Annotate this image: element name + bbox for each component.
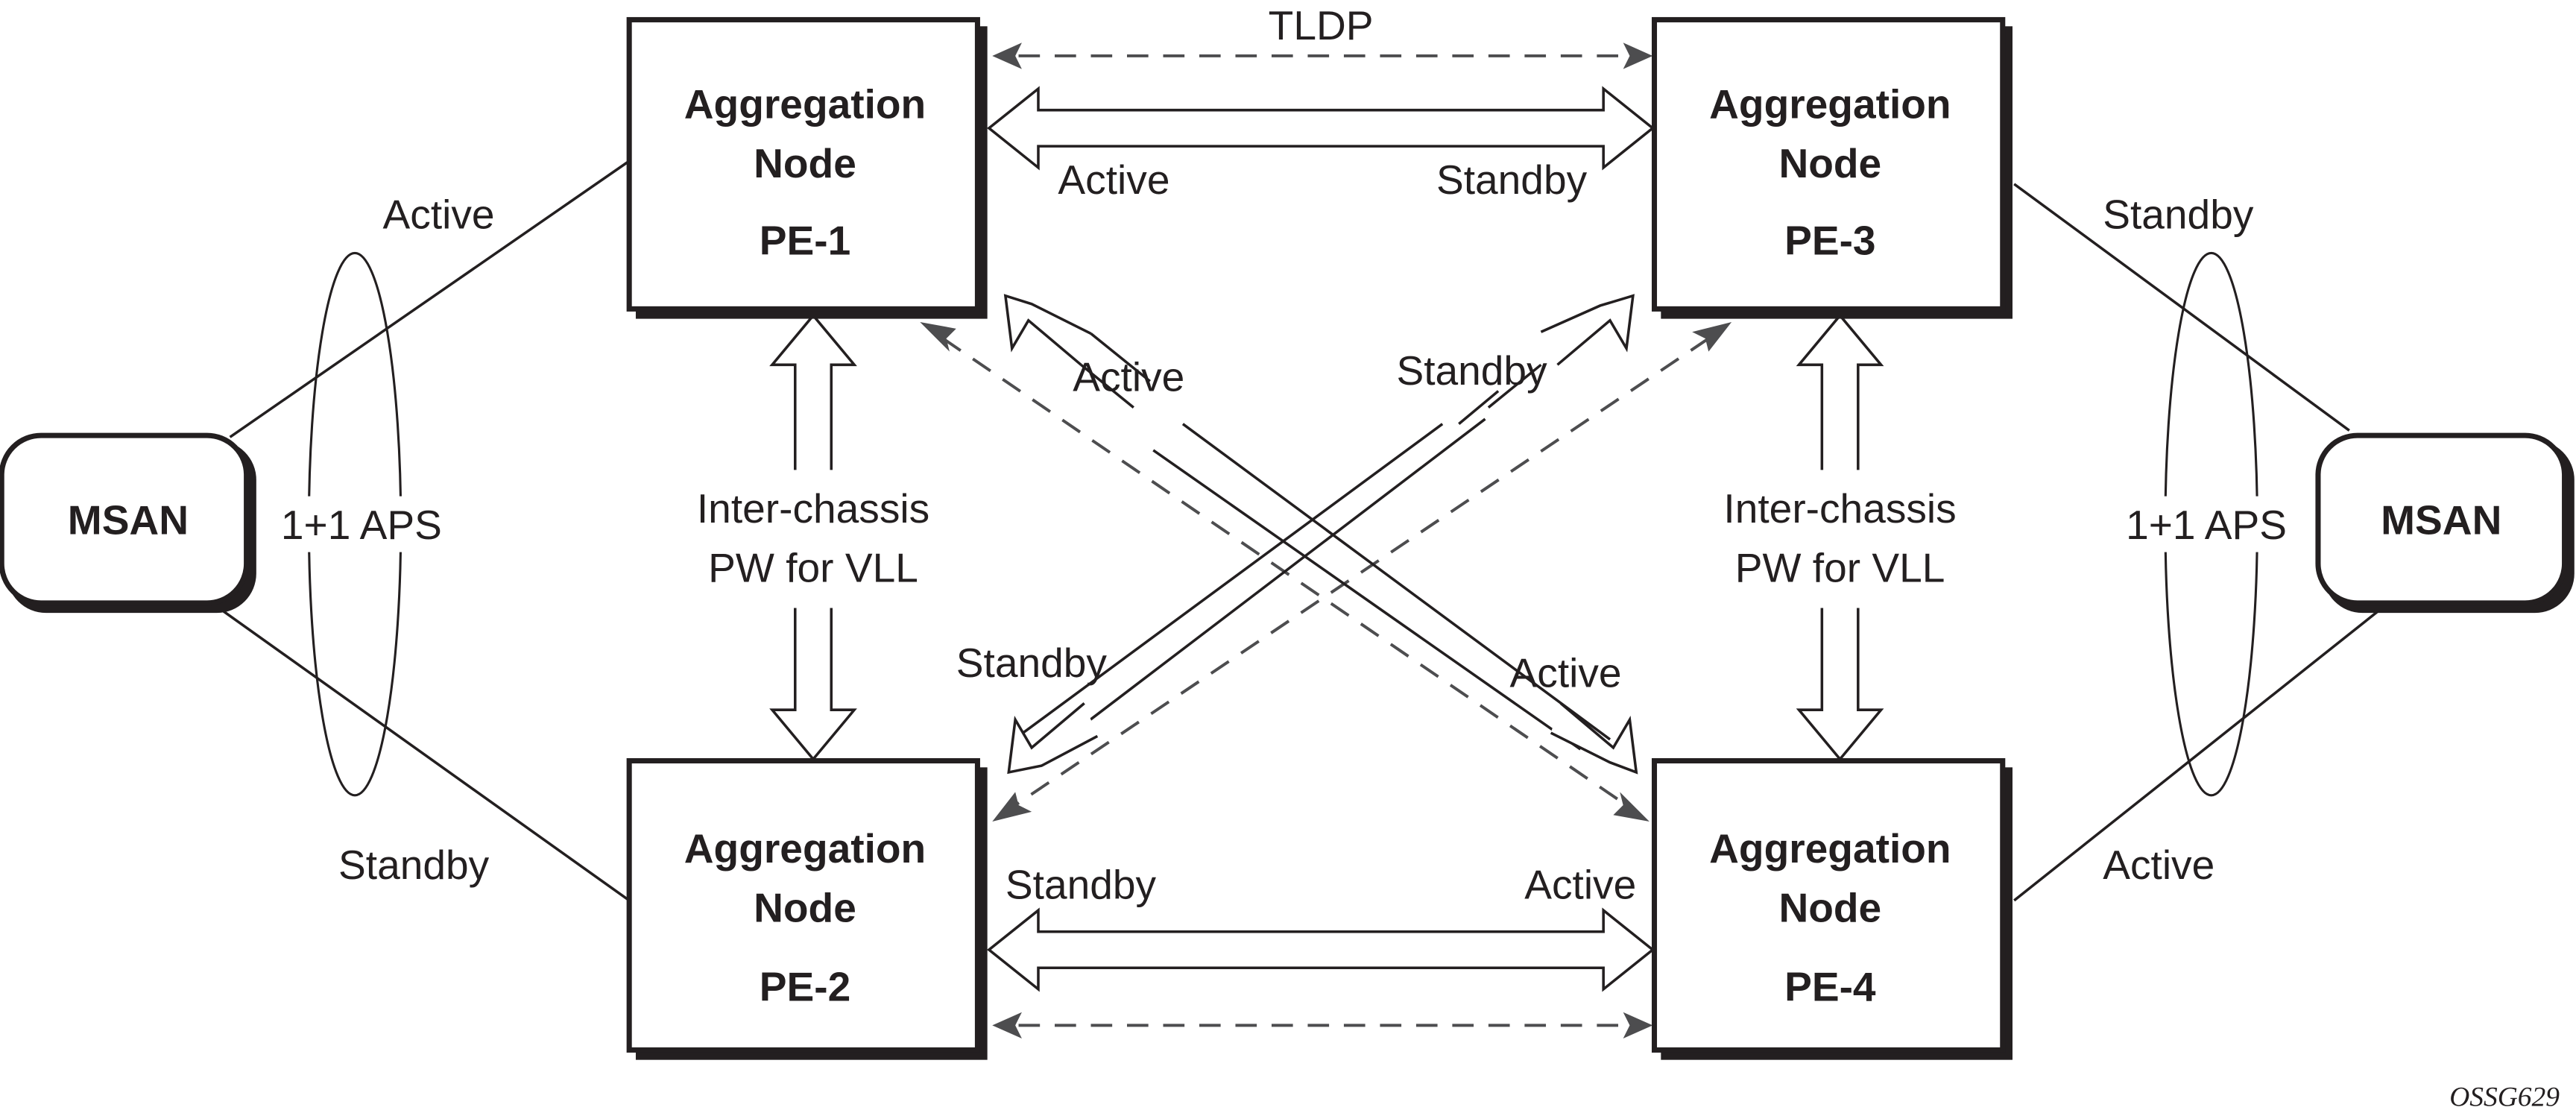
node-pe4-title-line2: Node [1778, 885, 1881, 931]
msan-right-label: MSAN [2381, 497, 2501, 543]
link-msan-right-pe4 [2013, 607, 2384, 902]
msan-right[interactable]: MSAN [2315, 432, 2575, 614]
cross-pe2-label: Standby [956, 640, 1108, 686]
node-pe2[interactable]: Aggregation Node PE-2 [626, 757, 988, 1060]
node-pe1[interactable]: Aggregation Node PE-1 [626, 16, 988, 319]
tldp-bottom-arrowhead-right [1623, 1012, 1653, 1038]
aps-right-label: 1+1 APS [2126, 502, 2287, 548]
interchassis-arrow-left-top [769, 313, 857, 475]
tldp-top-arrowhead-left [992, 42, 1022, 69]
pw-arrow-pe1-pe3 [987, 86, 1655, 171]
node-pe1-title-line1: Aggregation [684, 81, 926, 127]
node-pe3-title-line2: Node [1778, 140, 1881, 186]
interchassis-left-line1: Inter-chassis [697, 485, 929, 532]
top-pw-left-label: Active [1058, 157, 1169, 203]
node-pe1-id: PE-1 [760, 218, 850, 264]
pw-arrow-pe2-pe4 [987, 907, 1655, 992]
tldp-top-arrowhead-right [1623, 42, 1653, 69]
node-pe4-title-line1: Aggregation [1709, 825, 1951, 871]
interchassis-arrow-left-bottom [769, 603, 857, 762]
pw-arrow-pe1-pe4 [1003, 294, 1638, 775]
aps-left-label: 1+1 APS [281, 502, 442, 548]
bottom-pw-left-label: Standby [1006, 862, 1157, 908]
node-pe2-title-line2: Node [754, 885, 856, 931]
link-msan-right-pe3 [2013, 183, 2350, 432]
interchassis-gap-left [792, 470, 835, 608]
tldp-diag-pe3-pe2 [1014, 337, 1710, 807]
cross-pe1-label: Active [1073, 354, 1184, 400]
node-pe3-id: PE-3 [1784, 218, 1875, 264]
tldp-diag-pe1-arrowhead [920, 322, 956, 352]
interchassis-arrow-right-bottom [1796, 603, 1884, 762]
interchassis-right-line1: Inter-chassis [1723, 485, 1956, 532]
node-pe3[interactable]: Aggregation Node PE-3 [1651, 16, 2012, 319]
tldp-diag-pe4-arrowhead [1613, 792, 1650, 822]
cross-pe3-label: Standby [1396, 347, 1547, 394]
aps-label-bg-right [2106, 496, 2307, 552]
tldp-label: TLDP [1269, 2, 1374, 48]
cross-pe4-label: Active [1510, 649, 1622, 696]
link-msan-left-pe2 [222, 610, 631, 902]
node-pe2-id: PE-2 [760, 963, 850, 1009]
aps-right-bottom-label: Active [2103, 842, 2214, 888]
node-pe3-title-line1: Aggregation [1709, 81, 1951, 127]
aps-right-top-label: Standby [2103, 191, 2254, 237]
node-pe4-id: PE-4 [1784, 963, 1876, 1009]
msan-left[interactable]: MSAN [0, 432, 256, 614]
link-msan-left-pe1 [229, 160, 631, 438]
tldp-bottom-arrowhead-left [992, 1012, 1022, 1038]
node-pe4[interactable]: Aggregation Node PE-4 [1651, 757, 2012, 1060]
aps-label-bg-left [262, 496, 464, 552]
interchassis-arrow-right-top [1796, 313, 1884, 475]
aps-left-bottom-label: Standby [338, 842, 490, 888]
node-pe2-title-line1: Aggregation [684, 825, 926, 871]
aps-left-top-label: Active [383, 191, 495, 237]
msan-left-label: MSAN [68, 497, 189, 543]
top-pw-right-label: Standby [1436, 157, 1588, 203]
interchassis-gap-right [1818, 470, 1862, 608]
node-pe1-title-line2: Node [754, 140, 856, 186]
tldp-diag-pe2-arrowhead [992, 792, 1032, 822]
bottom-pw-right-label: Active [1524, 862, 1636, 908]
figure-id: OSSG629 [2449, 1082, 2560, 1112]
interchassis-right-line2: PW for VLL [1735, 544, 1945, 590]
pw-arrow-pe3-pe2 [1007, 294, 1635, 775]
tldp-diag-pe3-arrowhead [1692, 322, 1732, 352]
interchassis-left-line2: PW for VLL [708, 544, 918, 590]
